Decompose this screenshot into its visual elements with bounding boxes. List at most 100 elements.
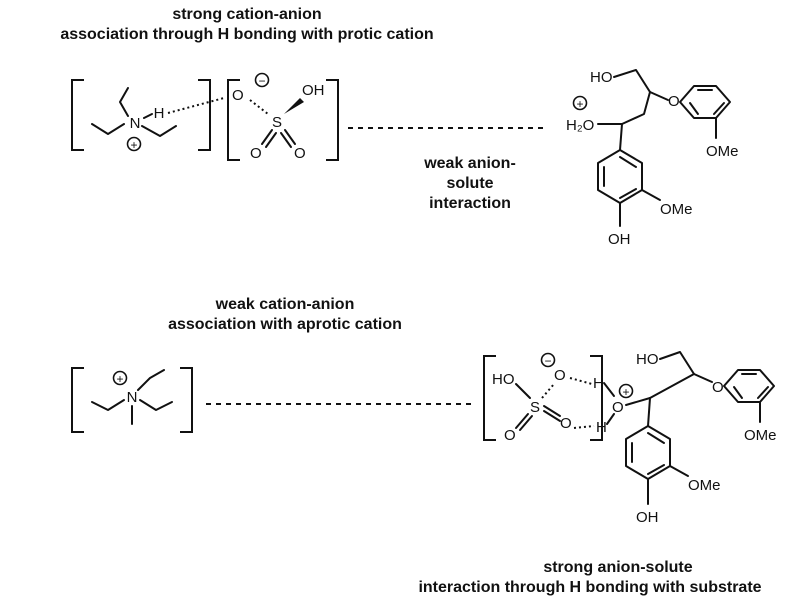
h-o-bonds — [603, 382, 615, 425]
ethyl-right — [141, 125, 177, 137]
atom-o-left: O — [504, 427, 516, 444]
svg-text:+: + — [622, 385, 629, 399]
ethyl-left — [91, 399, 125, 411]
atom-ome-right: OMe — [706, 143, 739, 160]
caption-mid-3: interaction — [429, 195, 511, 212]
svg-text:+: + — [116, 372, 123, 386]
svg-text:−: − — [544, 354, 551, 368]
benzylic-bond — [619, 123, 623, 151]
atom-ome-right: OMe — [744, 427, 777, 444]
aryl-ring-right — [723, 369, 775, 403]
c-ome-lower — [641, 189, 661, 201]
double-bond-left — [261, 129, 277, 148]
ethyl-up — [137, 369, 165, 391]
caption-mid-1: weak anion- — [423, 155, 516, 172]
plus-charge-icon — [618, 383, 634, 399]
atom-o-right: O — [294, 145, 306, 162]
atom-o-ether: O — [668, 93, 680, 110]
atom-n: N — [127, 389, 138, 406]
atom-o-left: O — [250, 145, 262, 162]
caption-low-1: weak cation-anion — [215, 296, 355, 313]
atom-h-bond2: H — [596, 419, 607, 436]
atom-h2o: H₂O — [566, 117, 594, 134]
bracket-left — [227, 79, 240, 161]
aryl-ring-right-inner — [733, 373, 769, 399]
atom-ho: HO — [492, 371, 515, 388]
lignin-model-top: HO O OMe + H₂O OMe OH — [566, 69, 739, 248]
lignin-model-bottom: + O HO O OMe OMe OH — [603, 351, 777, 526]
bracket-right — [198, 79, 211, 151]
backbone-1 — [621, 91, 651, 125]
aryl-ring-right-inner — [689, 89, 725, 115]
caption-top-2: association through H bonding with proti… — [60, 26, 433, 43]
plus-charge-icon — [112, 370, 128, 386]
plus-charge-icon — [572, 95, 588, 111]
svg-text:+: + — [130, 138, 137, 152]
double-bond-right — [543, 405, 561, 422]
double-bond-left — [515, 413, 533, 431]
c-o-bond — [625, 397, 651, 406]
bracket-left — [71, 367, 84, 433]
backbone — [649, 373, 695, 399]
ch2oh-chain — [613, 69, 651, 93]
svg-text:−: − — [258, 74, 265, 88]
ethyl-left — [91, 123, 125, 135]
bisulfate-anion-bottom: HO S − O O O — [483, 352, 603, 444]
bracket-right — [180, 367, 193, 433]
atom-ome-lower: OMe — [688, 477, 721, 494]
atom-o-minus: O — [554, 367, 566, 384]
atom-oh: OH — [302, 82, 325, 99]
aryl-ring-right — [679, 85, 731, 119]
plus-charge-icon — [126, 136, 142, 152]
bracket-right — [590, 355, 603, 441]
hashed-s-o — [249, 99, 269, 115]
aryl-ring-lower-inner — [631, 432, 665, 475]
atom-h: H — [154, 105, 165, 122]
ch2oh-chain — [659, 351, 695, 375]
c-o-ether — [649, 91, 669, 101]
atom-h-bond1: H — [593, 375, 604, 392]
ethyl-up — [119, 87, 129, 117]
c-ome-lower — [669, 465, 689, 477]
h-bond-cation-anion — [167, 97, 225, 114]
aprotic-ammonium-cation: + N — [71, 367, 193, 433]
atom-o-minus: O — [232, 87, 244, 104]
caption-bottom-2: interaction through H bonding with subst… — [418, 579, 761, 596]
n-h-bond — [143, 113, 153, 119]
ethyl-right — [139, 399, 173, 411]
caption-bottom-1: strong anion-solute — [543, 559, 692, 576]
aryl-ring-lower-inner — [603, 156, 637, 199]
protic-ammonium-cation: N H + — [71, 79, 211, 152]
atom-s: S — [530, 399, 540, 416]
s-oh-bond — [515, 383, 531, 399]
minus-charge-icon — [540, 352, 556, 368]
atom-ho: HO — [590, 69, 613, 86]
atom-s: S — [272, 114, 282, 131]
atom-ho: HO — [636, 351, 659, 368]
h-bond-2 — [573, 425, 595, 429]
double-bond-right — [280, 129, 296, 148]
bracket-right — [326, 79, 339, 161]
minus-charge-icon — [254, 72, 270, 88]
h-bond-1 — [569, 377, 593, 385]
bracket-left — [483, 355, 496, 441]
atom-o-right: O — [560, 415, 572, 432]
atom-oh-phenol: OH — [608, 231, 631, 248]
wedge-s-oh — [284, 98, 304, 114]
caption-low-2: association with aprotic cation — [168, 316, 402, 333]
c-o-ether — [693, 373, 713, 383]
atom-oh-phenol: OH — [636, 509, 659, 526]
svg-text:+: + — [576, 97, 583, 111]
benzylic-bond — [647, 397, 651, 427]
caption-mid-2: solute — [446, 175, 493, 192]
hashed-s-o-minus — [541, 383, 555, 399]
atom-o-ether: O — [712, 379, 724, 396]
atom-ome-lower: OMe — [660, 201, 693, 218]
caption-top-1: strong cation-anion — [172, 6, 321, 23]
atom-n: N — [130, 115, 141, 132]
atom-o-protonated: O — [612, 399, 624, 416]
bisulfate-anion-top: O − S OH O O — [227, 72, 339, 162]
bracket-left — [71, 79, 84, 151]
